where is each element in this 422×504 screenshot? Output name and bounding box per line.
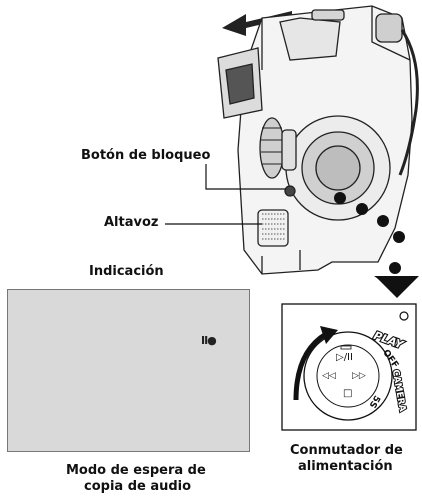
viewfinder-screen: II●: [7, 289, 250, 452]
dial-fast-forward-icon: ▷▷: [352, 371, 366, 381]
leader-lines: [165, 164, 286, 225]
speaker-label: Altavoz: [104, 215, 159, 230]
audio-dub-standby-indicator: II●: [201, 334, 217, 347]
dial-play-pause-icon: ▷/II: [336, 352, 353, 363]
indication-label: Indicación: [89, 264, 164, 279]
standby-caption-line2: copia de audio: [84, 479, 192, 494]
power-switch-dial: PLAY OFF CAMERA 5S ▷/II ◁◁ ▷▷ □: [281, 303, 417, 431]
switch-caption-line1: Conmutador de: [290, 443, 403, 458]
dial-stop-icon: □: [343, 388, 352, 399]
standby-caption-line1: Modo de espera de: [66, 463, 206, 478]
lock-button-label: Botón de bloqueo: [81, 148, 211, 163]
switch-caption-line2: alimentación: [298, 459, 393, 474]
camcorder-illustration: [217, 5, 419, 275]
dot-trail: [334, 192, 405, 274]
dial-rewind-icon: ◁◁: [322, 371, 336, 381]
